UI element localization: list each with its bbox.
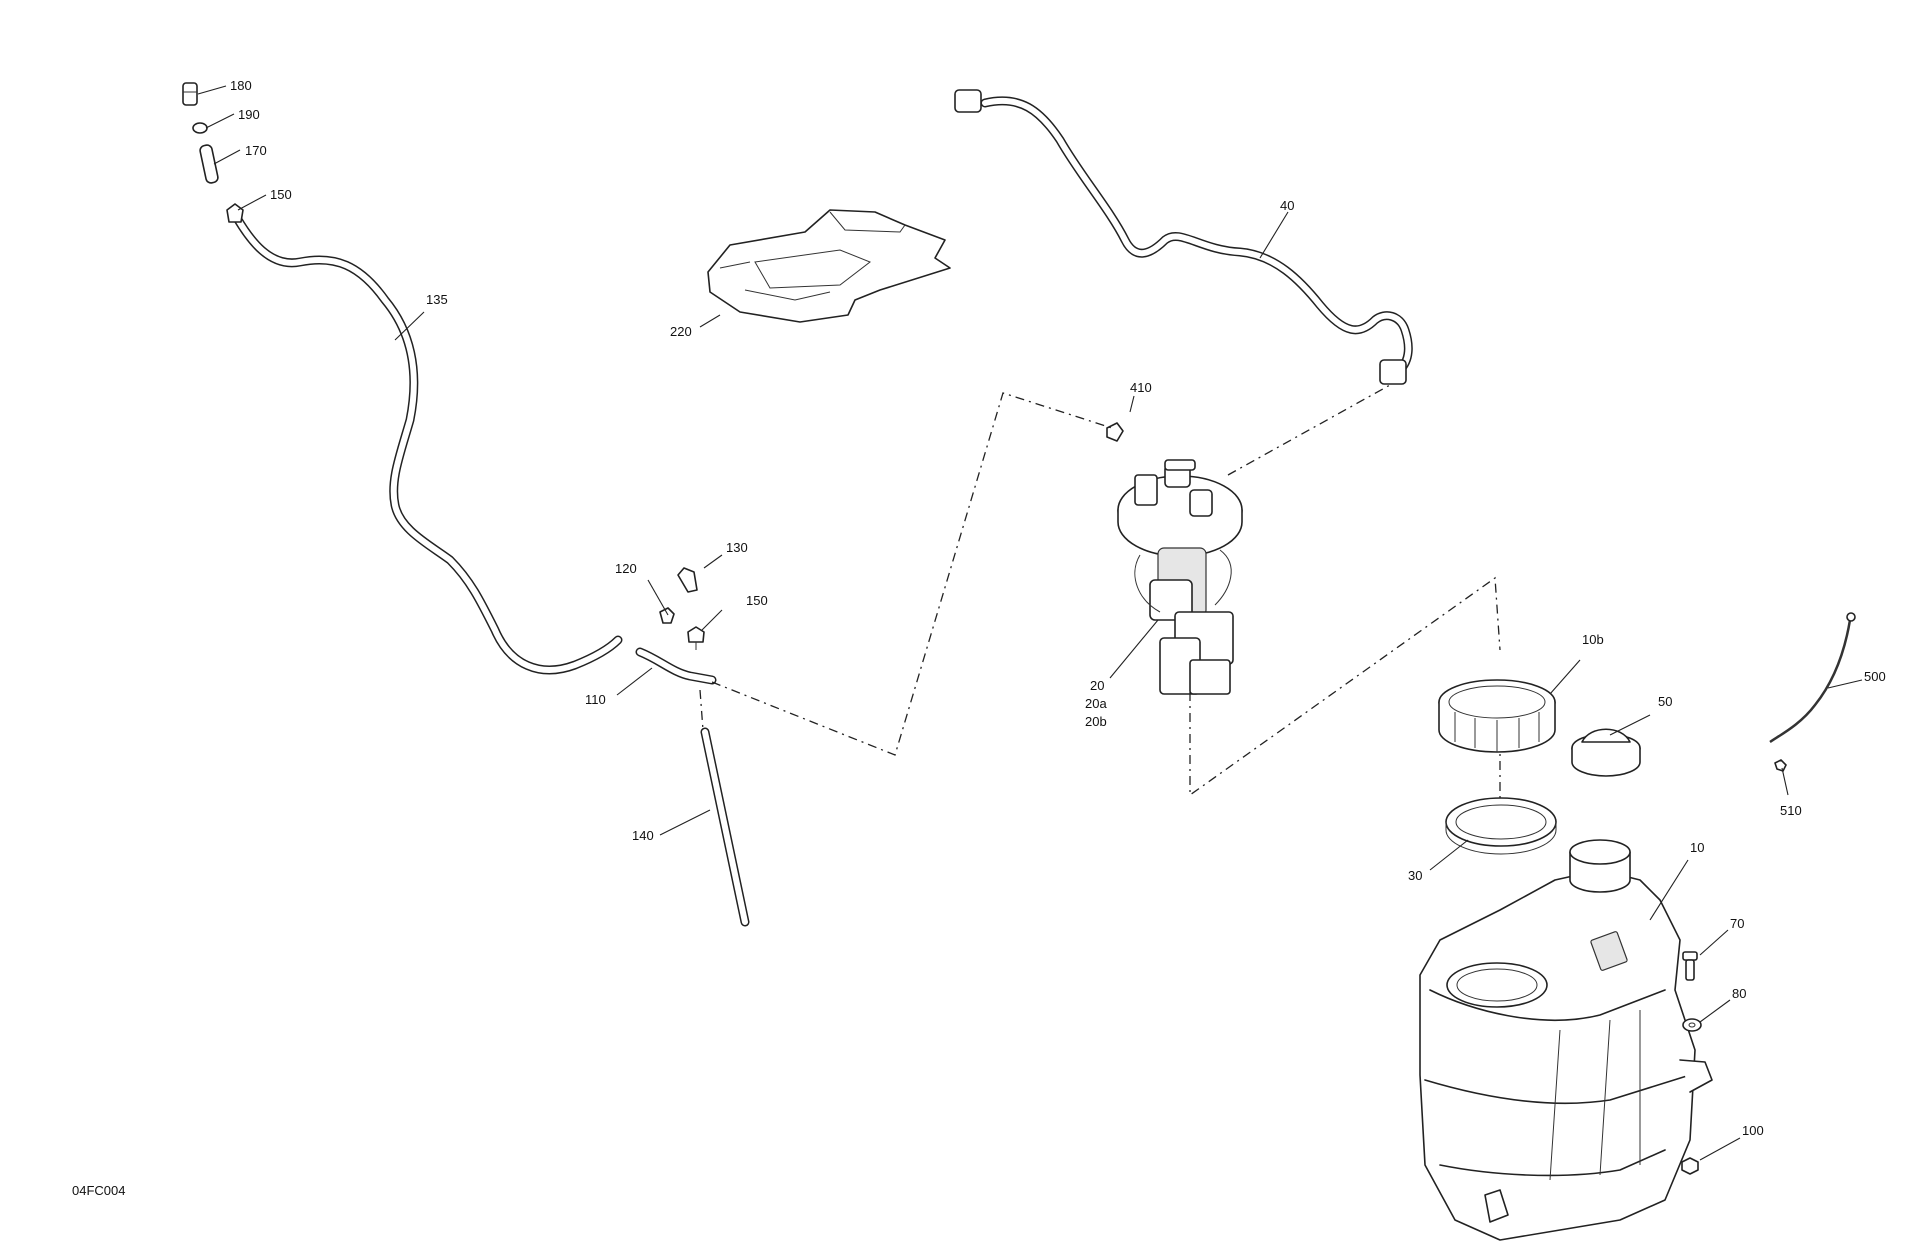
callout-130: 130: [726, 540, 748, 555]
callout-500: 500: [1864, 669, 1886, 684]
callout-20b: 20b: [1085, 714, 1107, 729]
callout-110: 110: [585, 692, 606, 707]
callout-20a: 20a: [1085, 696, 1107, 711]
clip-410: [1106, 422, 1124, 442]
callout-70: 70: [1730, 916, 1744, 931]
vent-valve-180: [182, 82, 198, 106]
drawing-code: 04FC004: [72, 1183, 125, 1198]
callout-20: 20: [1090, 678, 1104, 693]
connector-150-mid: [687, 626, 705, 650]
clip-510: [1774, 759, 1787, 772]
fuel-cap-50: [1571, 728, 1641, 777]
assembly-line-pump-fuelline: [1227, 384, 1391, 476]
gasket-30: [1445, 797, 1557, 855]
sender-wire-500: [1769, 612, 1856, 744]
callout-150-top: 150: [270, 187, 292, 202]
callout-leaders: [197, 85, 1863, 1161]
screw-70: [1682, 951, 1698, 981]
callout-100: 100: [1742, 1123, 1764, 1138]
callout-10b: 10b: [1582, 632, 1604, 647]
connector-150-top: [226, 203, 244, 223]
assembly-line-tank: [1189, 576, 1501, 797]
callout-135: 135: [426, 292, 448, 307]
shield-220: [707, 209, 951, 323]
assembly-line-hose: [699, 689, 704, 731]
callout-10: 10: [1690, 840, 1704, 855]
callout-220: 220: [670, 324, 692, 339]
callout-180: 180: [230, 78, 252, 93]
fuel-pump-module-20: [1117, 459, 1243, 695]
hose-170: [199, 144, 219, 184]
callout-30: 30: [1408, 868, 1422, 883]
callout-170: 170: [245, 143, 267, 158]
callout-120: 120: [615, 561, 637, 576]
callout-140: 140: [632, 828, 654, 843]
fuel-tank-10: [1419, 839, 1713, 1241]
washer-80: [1682, 1018, 1702, 1032]
callout-510: 510: [1780, 803, 1802, 818]
assembly-line-pump: [711, 392, 1113, 756]
elbow-130: [677, 567, 698, 593]
callout-150-mid: 150: [746, 593, 768, 608]
fuel-line-40: [954, 89, 1413, 385]
callout-410: 410: [1130, 380, 1152, 395]
clamp-190: [192, 122, 208, 134]
callout-40: 40: [1280, 198, 1294, 213]
callout-80: 80: [1732, 986, 1746, 1001]
nut-100: [1681, 1157, 1699, 1175]
hose-110: [635, 647, 717, 685]
callout-50: 50: [1658, 694, 1672, 709]
vent-hose-135: [232, 213, 623, 675]
lock-ring-10b: [1438, 679, 1556, 753]
check-valve-120: [659, 607, 675, 624]
hose-140: [700, 727, 750, 927]
callout-190: 190: [238, 107, 260, 122]
